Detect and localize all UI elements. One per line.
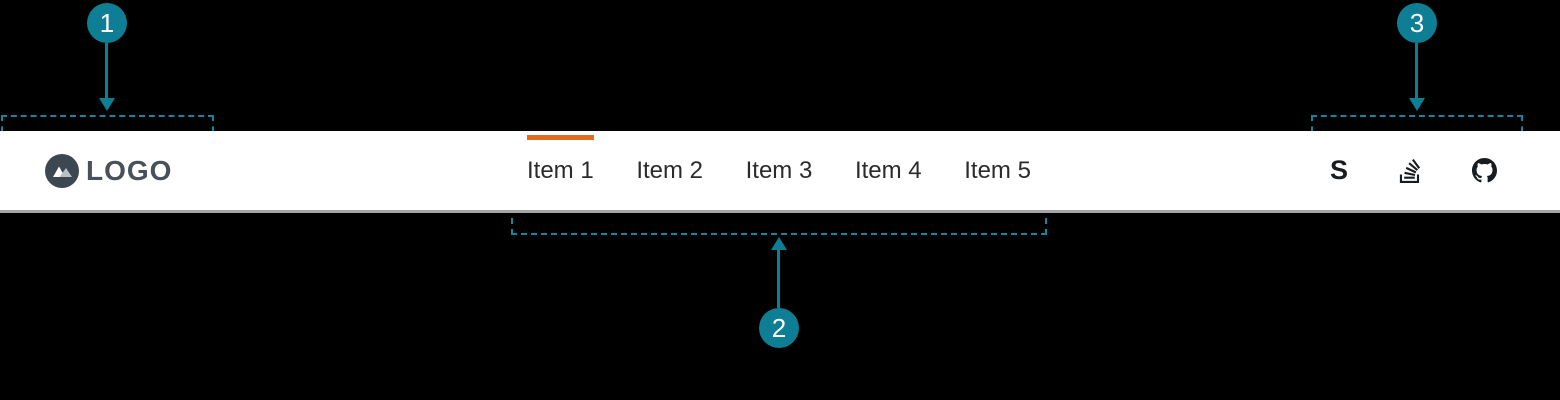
nav-item-2[interactable]: Item 2 xyxy=(636,156,704,184)
callout-2-badge: 2 xyxy=(759,308,799,348)
nav-item-4[interactable]: Item 4 xyxy=(854,156,922,184)
callout-1-arrow-line xyxy=(105,43,108,98)
nav-item-5[interactable]: Item 5 xyxy=(964,156,1031,184)
nav-item-1[interactable]: Item 1 xyxy=(527,131,594,210)
mountain-logo-icon xyxy=(45,153,79,188)
menu-region-outline xyxy=(511,196,1047,235)
callout-1-arrowhead-icon xyxy=(99,98,115,111)
callout-3-number: 3 xyxy=(1409,7,1425,38)
callout-1-badge: 1 xyxy=(87,3,127,43)
github-icon[interactable] xyxy=(1472,158,1497,183)
nav-item-3[interactable]: Item 3 xyxy=(745,156,813,184)
stackoverflow-icon[interactable] xyxy=(1398,158,1422,183)
brand[interactable]: LOGO xyxy=(45,131,172,210)
s-lettermark-icon[interactable]: S xyxy=(1329,155,1348,185)
callout-3-badge: 3 xyxy=(1397,3,1437,43)
main-menu: Item 1 Item 2 Item 3 Item 4 Item 5 xyxy=(511,131,1047,210)
callout-3-arrowhead-icon xyxy=(1409,98,1425,111)
callout-2-arrowhead-icon xyxy=(771,237,787,250)
callout-1-number: 1 xyxy=(99,7,115,38)
callout-3-arrow-line xyxy=(1415,43,1418,98)
social-icons: S xyxy=(1330,131,1497,210)
navbar: LOGO Item 1 Item 2 Item 3 Item 4 Item 5 … xyxy=(0,131,1560,213)
brand-text: LOGO xyxy=(86,154,173,186)
callout-2-arrow-line xyxy=(777,250,780,308)
callout-2-number: 2 xyxy=(771,312,787,343)
